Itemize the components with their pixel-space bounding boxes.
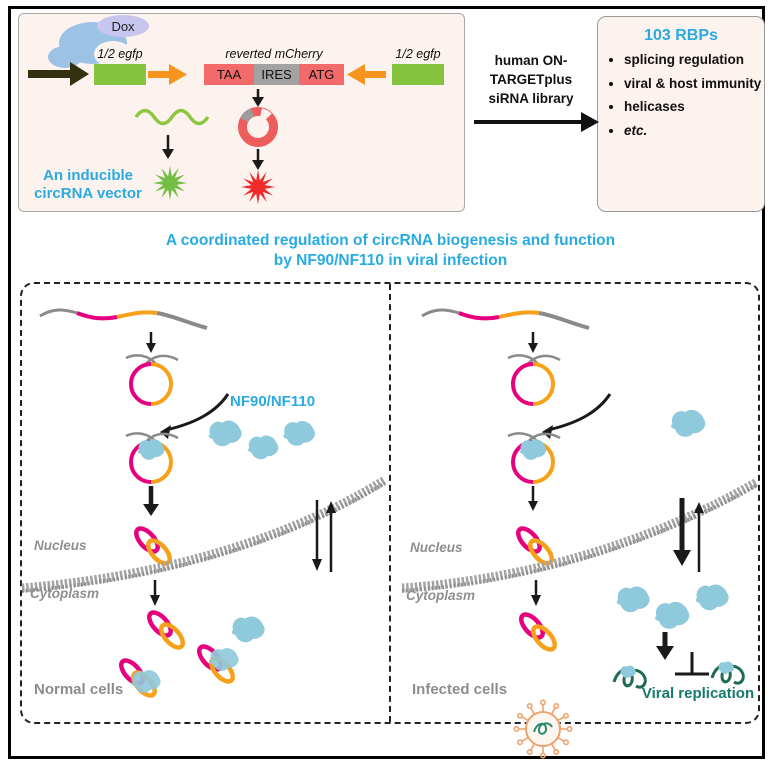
egfp-right-box — [392, 64, 444, 85]
sirna-line-3: siRNA library — [488, 90, 574, 106]
rbp-result-box: 103 RBPs splicing regulation viral & hos… — [597, 16, 765, 212]
panel-divider — [389, 284, 391, 722]
rbp-item-splicing: splicing regulation — [624, 52, 764, 68]
rbp-item-etc: etc. — [624, 123, 764, 139]
atg-box: ATG — [299, 64, 344, 85]
sirna-line-2: TARGETplus — [489, 71, 573, 87]
egfp-left-label: 1/2 egfp — [97, 47, 143, 61]
rbp-title: 103 RBPs — [644, 27, 718, 44]
sirna-library-text: human ON- TARGETplus siRNA library — [470, 52, 592, 109]
sirna-line-1: human ON- — [494, 53, 568, 68]
section-title-line1: A coordinated regulation of circRNA biog… — [165, 232, 616, 249]
rbp-item-helicases: helicases — [624, 99, 764, 115]
section-title-line2: by NF90/NF110 in viral infection — [273, 252, 508, 270]
reverted-mcherry-label: reverted mCherry — [225, 47, 323, 61]
vector-caption: An inducible circRNA vector — [34, 167, 142, 202]
egfp-right-label: 1/2 egfp — [395, 47, 441, 61]
taa-box: TAA — [204, 64, 254, 85]
ires-box: IRES — [254, 64, 299, 85]
section-title: A coordinated regulation of circRNA biog… — [0, 231, 781, 271]
egfp-left-box — [94, 64, 146, 85]
rbp-list: splicing regulation viral & host immunit… — [598, 52, 764, 138]
dox-label: Dox — [111, 18, 135, 34]
dox-oval: Dox — [97, 15, 149, 37]
rbp-item-immunity: viral & host immunity — [624, 76, 764, 92]
